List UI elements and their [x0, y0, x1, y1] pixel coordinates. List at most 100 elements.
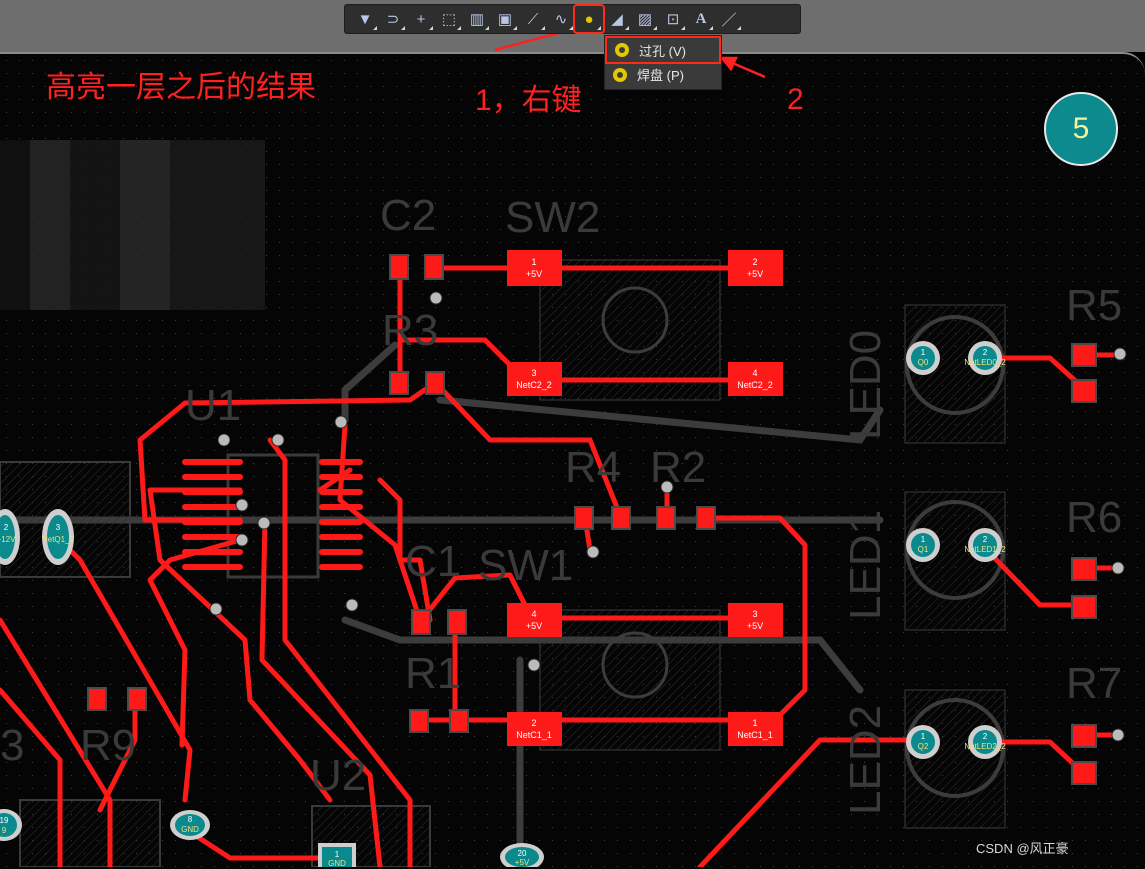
vias[interactable]	[209, 291, 1127, 742]
menu-item-via-label: 过孔 (V)	[639, 43, 686, 59]
menu-item-via[interactable]: 过孔 (V)	[605, 36, 721, 64]
dropdown-corner-icon	[457, 26, 461, 30]
filter-icon: ▼	[357, 10, 373, 28]
dropdown-corner-icon	[737, 26, 741, 30]
svg-text:Q2: Q2	[918, 742, 929, 751]
pad-led2-1: 1Q2	[906, 725, 940, 759]
dropdown-corner-icon	[373, 26, 377, 30]
toolbar-button-line[interactable]: ／	[715, 6, 743, 32]
top-copper-traces	[0, 262, 1123, 867]
wave-icon: ∿	[554, 11, 568, 28]
svg-text:2: 2	[983, 348, 988, 357]
pad-u2-20: 20+5V	[500, 843, 544, 867]
toolbar-button-component[interactable]: ▣	[491, 6, 519, 32]
annotation-result: 高亮一层之后的结果	[46, 71, 316, 104]
toolbar-button-magnet[interactable]: ⊃	[379, 6, 407, 32]
svg-text:3: 3	[531, 368, 536, 378]
svg-text:19: 19	[0, 816, 9, 825]
designator-r7: R7	[1066, 659, 1122, 708]
via-pad-dropdown-menu: 过孔 (V) 焊盘 (P)	[604, 35, 722, 90]
watermark: CSDN @风正豪	[976, 841, 1069, 856]
svg-text:3: 3	[752, 609, 757, 619]
svg-text:1: 1	[921, 732, 926, 741]
designator-r6: R6	[1066, 493, 1122, 542]
svg-text:1: 1	[335, 850, 340, 859]
pad-led0-1: 1Q0	[906, 341, 940, 375]
pad-led1-1: 1Q1	[906, 528, 940, 562]
annotation-step1: 1，右键	[475, 84, 582, 117]
align-icon: ▥	[469, 11, 485, 28]
designator-r5: R5	[1066, 281, 1122, 330]
designator-sw2: SW2	[505, 193, 600, 242]
pad-19: 199	[0, 809, 22, 841]
dropdown-corner-icon	[709, 26, 713, 30]
designator-sw1: SW1	[478, 541, 573, 590]
svg-text:2: 2	[983, 535, 988, 544]
pixelated-region	[0, 140, 265, 310]
designator-c1: C1	[405, 537, 461, 586]
pad-sw1-4: 4+5V	[507, 603, 562, 637]
toolbar-button-dimension[interactable]: ⊡	[659, 6, 687, 32]
dropdown-corner-icon	[625, 26, 629, 30]
designators: C2 SW2 R3 U1 R4 R2 C1 SW1 R1 R9 U2 R5 R6…	[0, 191, 1122, 815]
smd-pads[interactable]	[87, 254, 1097, 785]
svg-text:8: 8	[188, 815, 193, 824]
svg-text:GND: GND	[328, 859, 346, 867]
toolbar-button-wave[interactable]: ∿	[547, 6, 575, 32]
dropdown-corner-icon	[429, 26, 433, 30]
toolbar-button-text[interactable]: A	[687, 6, 715, 32]
svg-text:1: 1	[752, 718, 757, 728]
dropdown-corner-icon	[485, 26, 489, 30]
svg-text:NetC2_2: NetC2_2	[737, 380, 773, 390]
layer-number-badge: 5	[1044, 92, 1118, 166]
toolbar-button-via[interactable]: ●	[573, 4, 605, 34]
svg-text:GND: GND	[181, 825, 199, 834]
svg-text:NetLED1_2: NetLED1_2	[964, 545, 1006, 554]
svg-text:NetC1_1: NetC1_1	[516, 730, 552, 740]
svg-text:9: 9	[2, 826, 7, 835]
designator-r3: R3	[382, 306, 438, 355]
component-icon: ▣	[497, 11, 513, 28]
svg-text:Q0: Q0	[918, 358, 929, 367]
toolbar-button-route[interactable]: ⟋	[519, 6, 547, 32]
svg-text:NetC2_2: NetC2_2	[516, 380, 552, 390]
toolbar-button-crosshair[interactable]: +	[407, 6, 435, 32]
svg-text:2: 2	[752, 257, 757, 267]
select-rect-icon: ⬚	[441, 11, 457, 28]
toolbar-button-keepout[interactable]: ▨	[631, 6, 659, 32]
toolbar-button-filter[interactable]: ▼	[351, 6, 379, 32]
dropdown-corner-icon	[597, 26, 601, 30]
svg-text:4: 4	[752, 368, 757, 378]
pad-icon	[613, 67, 627, 82]
crosshair-icon: +	[416, 10, 426, 28]
dropdown-corner-icon	[569, 26, 573, 30]
menu-item-pad[interactable]: 焊盘 (P)	[605, 62, 721, 87]
toolbar-button-select-rect[interactable]: ⬚	[435, 6, 463, 32]
svg-text:Q1: Q1	[918, 545, 929, 554]
toolbar-button-align[interactable]: ▥	[463, 6, 491, 32]
dropdown-corner-icon	[541, 26, 545, 30]
svg-text:NetLED2_2: NetLED2_2	[964, 742, 1006, 751]
svg-text:+5V: +5V	[526, 621, 542, 631]
designator-led1: LED1	[841, 510, 890, 620]
pad-sw2-1: 1+5V	[507, 250, 562, 286]
magnet-icon: ⊃	[386, 11, 400, 28]
svg-text:NetQ1_3: NetQ1_3	[42, 535, 75, 544]
route-icon: ⟋	[527, 10, 539, 28]
designator-u2: U2	[310, 751, 366, 800]
svg-text:1: 1	[531, 257, 536, 267]
dropdown-corner-icon	[513, 26, 517, 30]
svg-text:2: 2	[983, 732, 988, 741]
polygon-icon: ◢	[611, 11, 623, 28]
toolbar-button-polygon[interactable]: ◢	[603, 6, 631, 32]
